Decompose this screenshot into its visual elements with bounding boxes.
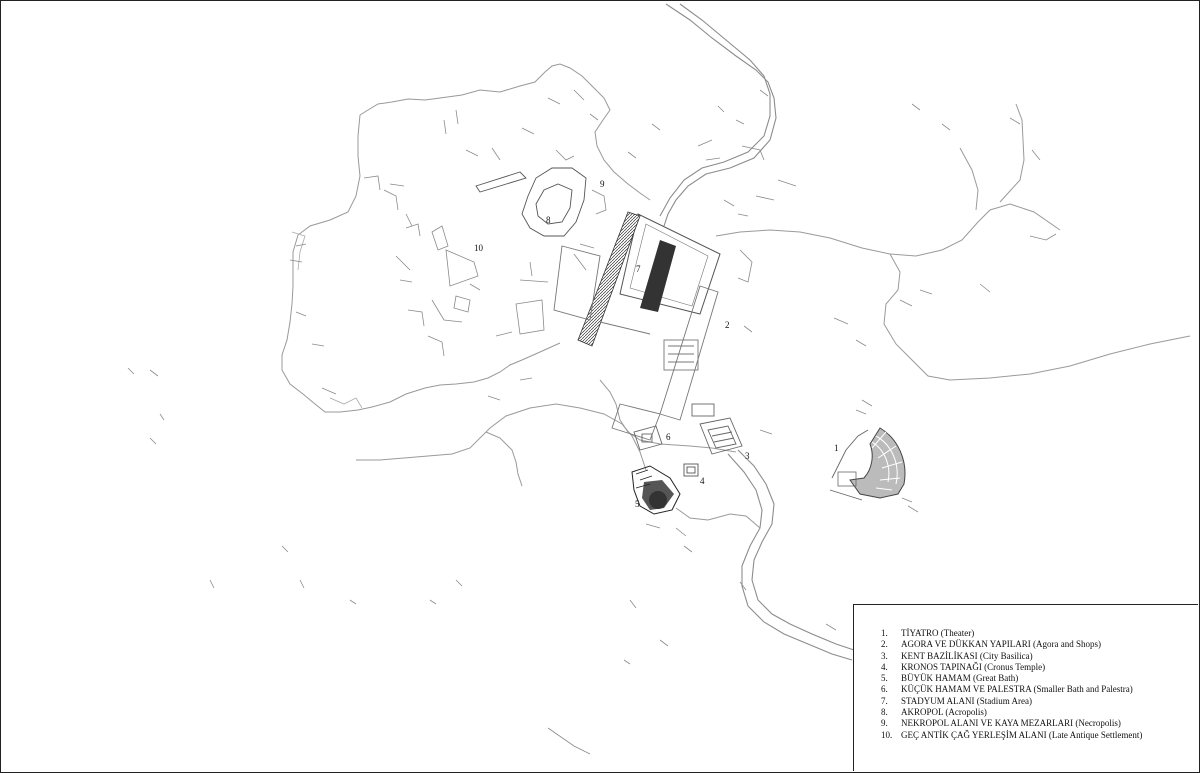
legend-item: 10. GEÇ ANTİK ÇAĞ YERLEŞİM ALANI (Late An… xyxy=(881,730,1142,741)
theater xyxy=(829,427,906,501)
field-boundary-east2 xyxy=(883,253,1191,381)
legend-item-label: BÜYÜK HAMAM (Great Bath) xyxy=(901,673,1019,684)
map-label-10: 10 xyxy=(474,243,484,253)
map-label-3: 3 xyxy=(745,451,750,461)
legend-item-number: 10. xyxy=(881,729,893,740)
map-label-7: 7 xyxy=(636,264,641,274)
hill-contour xyxy=(281,63,651,413)
great-bath xyxy=(631,465,681,515)
inner-contour xyxy=(291,231,363,409)
legend-item: 9. NEKROPOL ALANI VE KAYA MEZARLARI (Necr… xyxy=(881,718,1142,729)
legend-item-number: 1. xyxy=(881,628,888,638)
map-label-5: 5 xyxy=(635,499,640,509)
legend-item-number: 3. xyxy=(881,650,888,661)
map-label-1: 1 xyxy=(834,443,839,453)
map-label-4: 4 xyxy=(700,476,705,486)
map-legend: 1. TİYATRO (Theater) 2. AGORA VE DÜKKAN YA… xyxy=(853,604,1198,771)
legend-item-label: KENT BAZİLİKASI (City Basilica) xyxy=(901,650,1033,661)
legend-item-number: 5. xyxy=(881,673,888,684)
legend-item-label: KRONOS TAPINAĞI (Cronus Temple) xyxy=(901,661,1046,672)
field-boundary-east3 xyxy=(959,147,979,211)
legend-item: 1. TİYATRO (Theater) xyxy=(881,628,1142,639)
legend-item: 4. KRONOS TAPINAĞI (Cronus Temple) xyxy=(881,662,1142,673)
legend-item: 2. AGORA VE DÜKKAN YAPILARI (Agora and Sh… xyxy=(881,639,1142,650)
stadium xyxy=(577,211,721,347)
legend-item-label: AGORA VE DÜKKAN YAPILARI (Agora and Shop… xyxy=(901,639,1101,650)
legend-item: 3. KENT BAZİLİKASI (City Basilica) xyxy=(881,651,1142,662)
path-west xyxy=(356,403,647,471)
map-label-9: 9 xyxy=(600,179,605,189)
smaller-bath xyxy=(633,425,663,451)
agora xyxy=(553,245,719,441)
ruin-fragments xyxy=(127,89,1057,755)
legend-item: 5. BÜYÜK HAMAM (Great Bath) xyxy=(881,673,1142,684)
legend-list: 1. TİYATRO (Theater) 2. AGORA VE DÜKKAN YA… xyxy=(881,628,1142,741)
path-south-bath xyxy=(675,507,761,529)
legend-item-number: 9. xyxy=(881,718,888,729)
map-label-2: 2 xyxy=(725,320,730,330)
legend-item-label: TİYATRO (Theater) xyxy=(901,628,975,638)
path-center xyxy=(599,379,737,453)
map-label-6: 6 xyxy=(666,432,671,442)
road-south-inner xyxy=(727,453,853,661)
legend-item-label: NEKROPOL ALANI VE KAYA MEZARLARI (Necrop… xyxy=(901,718,1121,729)
city-basilica xyxy=(691,403,743,455)
legend-item: 6. KÜÇÜK HAMAM VE PALESTRA (Smaller Bath … xyxy=(881,684,1142,695)
legend-item-number: 4. xyxy=(881,661,888,672)
path-southwest xyxy=(485,431,523,487)
legend-item-number: 7. xyxy=(881,695,888,706)
legend-item-label: STADYUM ALANI (Stadium Area) xyxy=(901,695,1033,706)
road-north-inner xyxy=(659,3,771,217)
legend-item: 8. AKROPOL (Acropolis) xyxy=(881,707,1142,718)
legend-item: 7. STADYUM ALANI (Stadium Area) xyxy=(881,696,1142,707)
legend-item-number: 8. xyxy=(881,707,888,718)
legend-item-label: AKROPOL (Acropolis) xyxy=(901,707,987,718)
legend-item-label: GEÇ ANTİK ÇAĞ YERLEŞİM ALANI (Late Antiq… xyxy=(901,729,1143,740)
map-label-8: 8 xyxy=(546,215,551,225)
legend-item-number: 2. xyxy=(881,639,888,650)
cronus-temple xyxy=(683,463,699,477)
legend-item-number: 6. xyxy=(881,684,888,695)
legend-item-label: KÜÇÜK HAMAM VE PALESTRA (Smaller Bath an… xyxy=(901,684,1133,695)
road-south xyxy=(737,449,855,651)
acropolis xyxy=(475,167,587,237)
field-boundary-east xyxy=(715,103,1061,257)
road-north xyxy=(663,3,777,227)
